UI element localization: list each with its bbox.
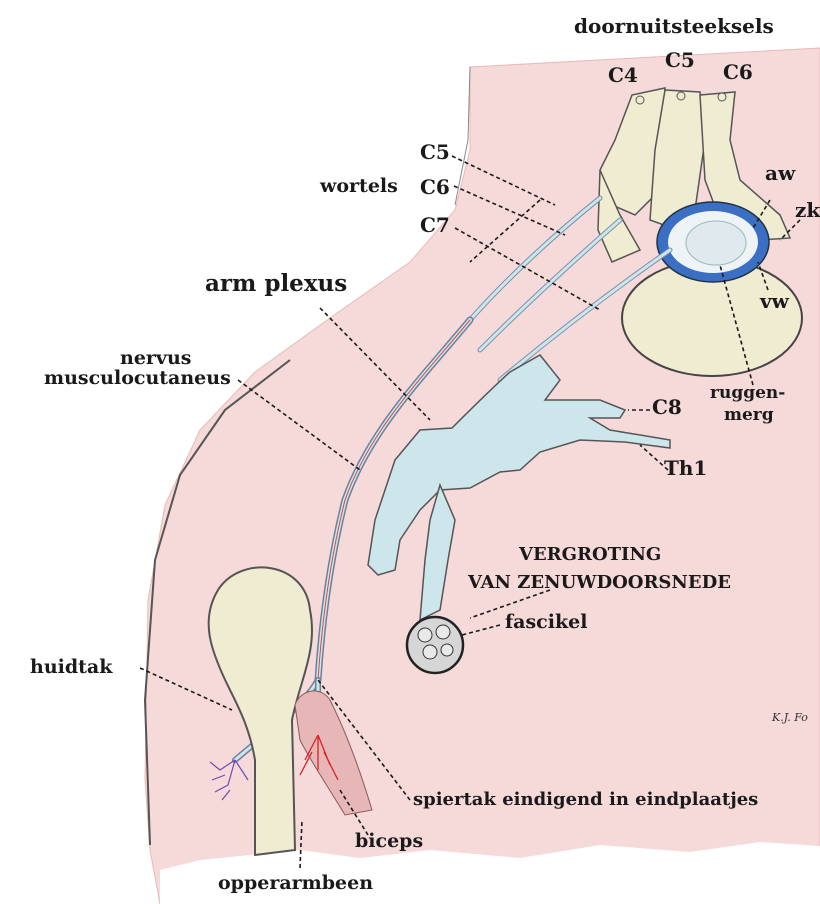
label-c8: C8 (652, 397, 682, 417)
label-opperarmbeen: opperarmbeen (218, 874, 373, 893)
label-merg: merg (724, 407, 774, 424)
label-spiertak: spiertak eindigend in eindplaatjes (413, 791, 758, 809)
label-ruggen: ruggen- (710, 385, 785, 402)
label-c7-root: C7 (420, 215, 450, 235)
spinal-cord (686, 221, 746, 265)
label-zk: zk (795, 200, 820, 220)
label-van-zenuwdoorsnede: VAN ZENUWDOORSNEDE (468, 574, 731, 592)
label-c5-top: C5 (665, 50, 695, 70)
label-musculocutaneus: musculocutaneus (44, 369, 231, 388)
label-biceps: biceps (355, 832, 423, 851)
artist-signature: K.J. Fo (772, 712, 808, 723)
fascicle-cross-section (407, 617, 463, 673)
label-nervus: nervus (120, 349, 191, 368)
label-c4: C4 (608, 65, 638, 85)
label-doornuitsteeksels: doornuitsteeksels (574, 16, 774, 36)
label-vw: vw (760, 291, 789, 311)
label-th1: Th1 (664, 458, 707, 478)
label-c6-root: C6 (420, 177, 450, 197)
label-c5-root: C5 (420, 142, 450, 162)
label-c6-top: C6 (723, 62, 753, 82)
label-arm-plexus: arm plexus (205, 272, 347, 295)
label-vergroting: VERGROTING (519, 546, 661, 564)
label-aw: aw (765, 163, 795, 183)
label-wortels: wortels (320, 177, 398, 196)
label-fascikel: fascikel (505, 613, 587, 632)
label-huidtak: huidtak (30, 658, 112, 677)
